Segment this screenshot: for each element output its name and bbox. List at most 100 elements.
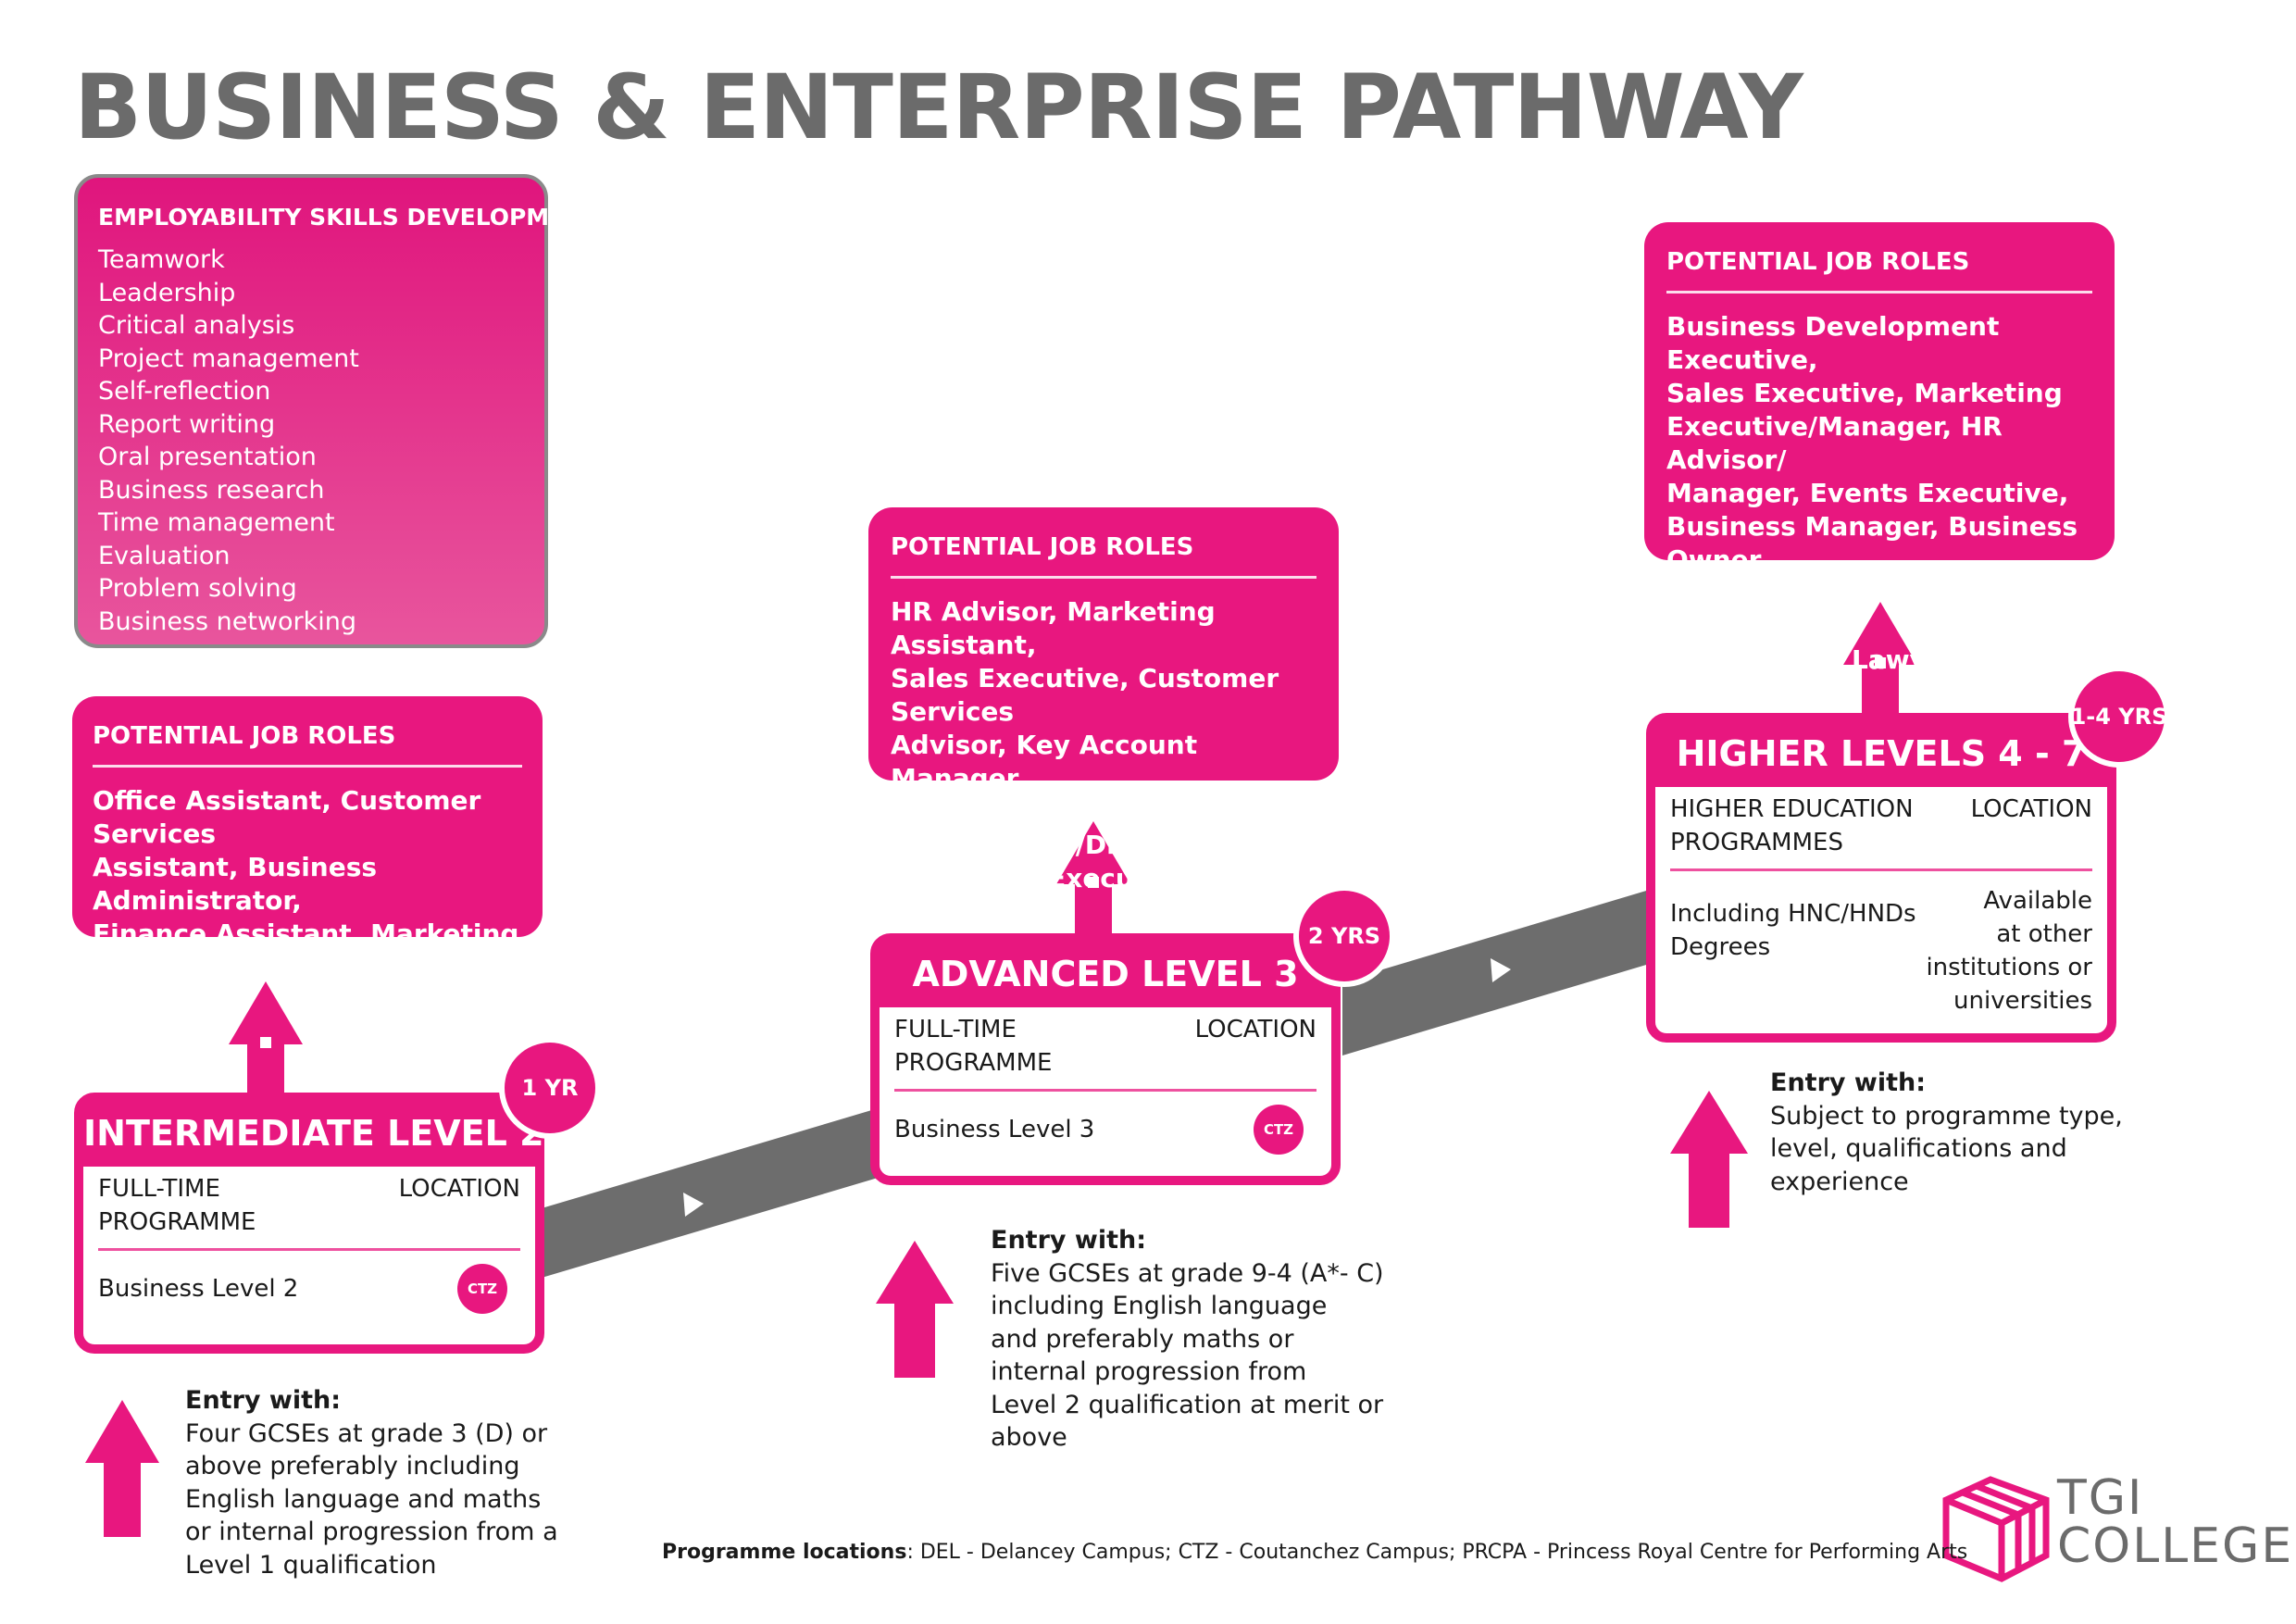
- job-roles-heading: POTENTIAL JOB ROLES: [891, 533, 1316, 579]
- location-label: LOCATION: [398, 1175, 520, 1203]
- location-label: LOCATION: [1194, 1016, 1316, 1043]
- entry-line: Level 1 qualification: [185, 1550, 437, 1580]
- job-roles-higher-box: POTENTIAL JOB ROLES Business Development…: [1644, 222, 2115, 675]
- entry-line: above: [991, 1423, 1067, 1452]
- entry-line: experience: [1770, 1167, 1909, 1196]
- entry-requirements-higher: Entry with: Subject to programme type, l…: [1770, 1067, 2123, 1198]
- job-roles-line: Office Manager, Social/Media/Digital: [891, 796, 1182, 860]
- entry-line: Five GCSEs at grade 9-4 (A*- C): [991, 1258, 1384, 1288]
- course-row: Business Level 2 CTZ: [83, 1264, 535, 1314]
- stage-title: ADVANCED LEVEL 3: [880, 943, 1331, 1007]
- programme-type-label: FULL-TIME: [894, 1016, 1017, 1043]
- divider: [1670, 868, 2092, 871]
- job-roles-line: Sales Executive, Marketing: [1666, 378, 2063, 408]
- entry-line: Level 2 qualification at merit or: [991, 1390, 1384, 1419]
- list-item: Business research: [98, 475, 325, 505]
- entry-line: English language and maths: [185, 1484, 542, 1514]
- location-label: LOCATION: [1970, 795, 2092, 823]
- list-item: Teamwork: [98, 245, 225, 274]
- availability-line: at other: [1996, 920, 2092, 948]
- course-name: Business Level 2: [98, 1275, 299, 1303]
- entry-line: including English language: [991, 1292, 1328, 1320]
- page-title: BUSINESS & ENTERPRISE PATHWAY: [74, 56, 1803, 159]
- stage-title: INTERMEDIATE LEVEL 2: [83, 1102, 544, 1167]
- programme-type-label: PROGRAMMES: [1670, 829, 1843, 856]
- job-roles-line: Office Assistant, Customer Services: [93, 785, 481, 849]
- job-roles-line: Marketing Executive: [891, 863, 1191, 893]
- job-roles-list: HR Advisor, Marketing Assistant, Sales E…: [891, 595, 1316, 895]
- connector-arrow-level2: [229, 981, 303, 1097]
- programme-type-label: PROGRAMME: [98, 1208, 256, 1236]
- entry-heading: Entry with:: [1770, 1068, 1927, 1097]
- job-roles-line: Business Manager, Business Owner,: [1666, 511, 2078, 575]
- stage-title: HIGHER LEVELS 4 - 7: [1655, 722, 2107, 787]
- course-name: Degrees: [1670, 933, 1771, 961]
- job-roles-line: Finance Assistant, Marketing: [93, 918, 519, 949]
- job-roles-level3-box: POTENTIAL JOB ROLES HR Advisor, Marketin…: [868, 507, 1339, 893]
- job-roles-line: Sales Executive, Customer Services: [891, 663, 1279, 727]
- programme-type-label: PROGRAMME: [894, 1049, 1053, 1077]
- college-logo: TGI COLLEGE: [2057, 1474, 2293, 1570]
- list-item: Critical analysis: [98, 311, 295, 340]
- availability-line: universities: [1953, 987, 2092, 1015]
- list-item: Report writing: [98, 409, 276, 439]
- job-roles-heading: POTENTIAL JOB ROLES: [1666, 248, 2092, 294]
- stage-header-row: FULL-TIME PROGRAMME LOCATION: [83, 1167, 535, 1239]
- job-roles-line: Manager, Events Executive,: [1666, 478, 2069, 508]
- course-row: Business Level 3 CTZ: [880, 1105, 1331, 1155]
- list-item: Oral presentation: [98, 443, 317, 471]
- entry-line: above preferably including: [185, 1452, 520, 1480]
- entry-arrow-level2: [85, 1400, 159, 1537]
- duration-badge-level2: 1 YR: [505, 1043, 595, 1133]
- legend-label: Programme locations: [662, 1541, 907, 1564]
- road-segment-1: [542, 1106, 884, 1278]
- entry-requirements-level3: Entry with: Five GCSEs at grade 9-4 (A*-…: [991, 1224, 1384, 1455]
- job-roles-list: Business Development Executive, Sales Ex…: [1666, 310, 2092, 677]
- entry-arrow-level3: [876, 1241, 954, 1378]
- entry-line: Four GCSEs at grade 3 (D) or: [185, 1418, 548, 1448]
- job-roles-line: Senior and Managerial position ,: [1666, 578, 1997, 642]
- stage-higher-card: HIGHER LEVELS 4 - 7 HIGHER EDUCATION PRO…: [1646, 713, 2116, 1043]
- list-item: Project management: [98, 344, 359, 373]
- job-roles-line: Assistant, Human Resource Assistant: [93, 952, 495, 1016]
- availability-line: Available: [1983, 887, 2092, 915]
- job-roles-level2-box: POTENTIAL JOB ROLES Office Assistant, Cu…: [72, 696, 543, 1016]
- logo-line: TGI: [2057, 1470, 2144, 1526]
- entry-line: and preferably maths or: [991, 1324, 1294, 1354]
- stage-level3-card: ADVANCED LEVEL 3 FULL-TIME PROGRAMME LOC…: [870, 933, 1341, 1185]
- course-row: Including HNC/HNDs Degrees Available at …: [1655, 884, 2107, 1018]
- programme-locations-legend: Programme locations: DEL - Delancey Camp…: [662, 1541, 1967, 1564]
- duration-badge-level3: 2 YRS: [1299, 891, 1390, 981]
- legend-text: : DEL - Delancey Campus; CTZ - Coutanche…: [906, 1541, 1968, 1564]
- job-roles-list: Office Assistant, Customer Services Assi…: [93, 784, 522, 1018]
- course-name: Business Level 3: [894, 1116, 1095, 1143]
- job-roles-line: Accountant, Lawyer: [1666, 644, 1957, 675]
- road-direction-marker-2: [1491, 958, 1511, 982]
- logo-line: COLLEGE: [2057, 1518, 2294, 1574]
- list-item: Problem solving: [98, 574, 297, 603]
- availability-line: institutions or: [1926, 954, 2092, 981]
- programme-type-label: FULL-TIME: [98, 1175, 220, 1203]
- entry-line: Subject to programme type,: [1770, 1101, 2123, 1131]
- entry-line: or internal progression from a: [185, 1518, 558, 1546]
- stage-level2-card: INTERMEDIATE LEVEL 2 FULL-TIME PROGRAMME…: [74, 1093, 544, 1354]
- list-item: Evaluation: [98, 541, 231, 570]
- location-badge: CTZ: [1254, 1105, 1304, 1155]
- duration-badge-higher: 1-4 YRS: [2071, 671, 2167, 762]
- course-name: Including HNC/HNDs: [1670, 900, 1916, 928]
- job-roles-line: Executive/Manager, HR Advisor/: [1666, 411, 2003, 475]
- list-item: Leadership: [98, 278, 236, 307]
- entry-line: level, qualifications and: [1770, 1134, 2067, 1163]
- divider: [98, 1248, 520, 1251]
- availability-note: Available at other institutions or unive…: [1926, 884, 2092, 1018]
- divider: [894, 1089, 1316, 1092]
- programme-type-label: HIGHER EDUCATION: [1670, 795, 1914, 823]
- entry-heading: Entry with:: [185, 1386, 342, 1415]
- job-roles-line: Business Development Executive,: [1666, 311, 2000, 375]
- list-item: Time management: [98, 508, 335, 537]
- job-roles-line: HR Advisor, Marketing Assistant,: [891, 596, 1216, 660]
- entry-heading: Entry with:: [991, 1226, 1147, 1255]
- skills-heading: EMPLOYABILITY SKILLS DEVELOPMENT: [98, 204, 601, 231]
- job-roles-line: Advisor, Key Account Manager,: [891, 730, 1198, 793]
